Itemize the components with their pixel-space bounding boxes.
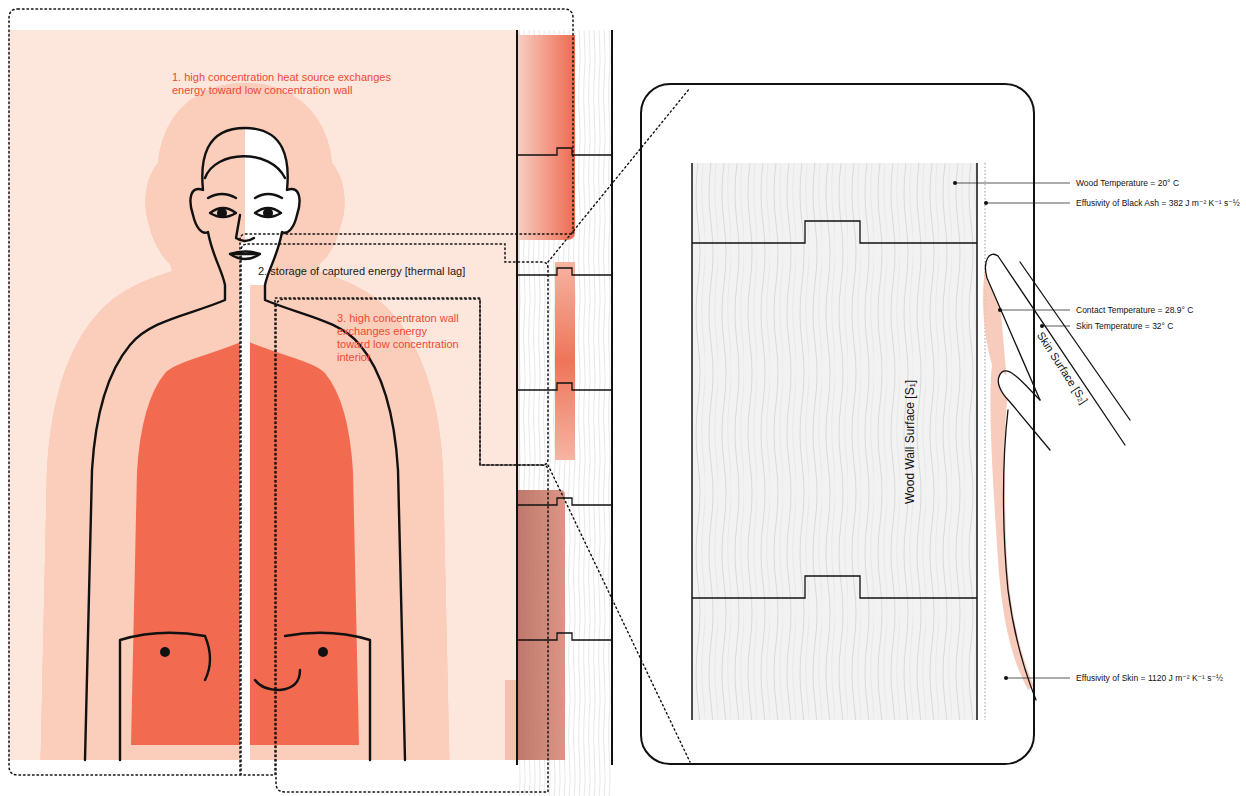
figure-halo xyxy=(85,128,245,760)
wall-joints xyxy=(517,148,612,640)
dotted-outline xyxy=(276,299,548,792)
finger-fill xyxy=(986,255,1125,470)
region-caption: 1. high concentration heat source exchan… xyxy=(172,71,412,97)
figure-outline xyxy=(255,670,300,690)
effusivity-label: Effusivity of Skin = 1120 J m⁻² K⁻¹ s⁻½ xyxy=(1076,673,1223,683)
surface-label: Skin Surface [S₂] xyxy=(1034,330,1090,407)
effusivity-label: Effusivity of Black Ash = 382 J m⁻² K⁻¹ … xyxy=(1076,198,1240,208)
hand-outline xyxy=(985,254,1125,445)
zoom-leader xyxy=(548,88,690,262)
figure-outline xyxy=(210,208,236,217)
leader-dot xyxy=(1040,324,1044,328)
wall-joints xyxy=(517,633,612,640)
figure-halo xyxy=(245,128,405,760)
figure-outline xyxy=(255,194,282,198)
wood-joints xyxy=(692,221,977,598)
figure-halo xyxy=(85,128,245,760)
leader-line xyxy=(1000,310,1070,311)
nipple xyxy=(160,647,170,657)
region-outline xyxy=(275,298,550,794)
figure-outline xyxy=(285,633,370,760)
zoom-leader xyxy=(548,465,690,762)
surface-line xyxy=(985,163,986,720)
nipple xyxy=(318,647,328,657)
wood-edge xyxy=(691,163,693,720)
wood-joints xyxy=(692,221,977,243)
leader-dot xyxy=(953,181,957,185)
leader-line xyxy=(1006,678,1070,679)
figure-outline xyxy=(85,128,405,760)
pupil xyxy=(217,208,227,218)
surface-label: Wood Wall Surface [S₁] xyxy=(903,380,917,504)
figure-outline xyxy=(232,253,258,255)
figure-outline xyxy=(208,194,236,198)
region-caption: 2. storage of captured energy [thermal l… xyxy=(258,265,528,278)
figure-outline xyxy=(230,252,260,260)
zoom-leader xyxy=(548,88,690,762)
wall-edge xyxy=(611,30,613,765)
hand-outline xyxy=(1004,410,1037,700)
wall-glow xyxy=(505,680,517,760)
wall-joints xyxy=(517,268,612,275)
temperature-label: Wood Temperature = 20° C xyxy=(1076,178,1179,188)
figure-halo xyxy=(85,128,245,760)
figure-halo xyxy=(245,128,405,760)
figure-halo xyxy=(85,128,245,760)
hand-outline xyxy=(998,371,1050,450)
figure-halo xyxy=(85,128,245,760)
leader-dot xyxy=(1004,676,1008,680)
dotted-outline xyxy=(241,244,548,775)
zoom-box: Wood Wall Surface [S₁] xyxy=(640,83,1035,765)
wood-joints xyxy=(692,576,977,598)
wall-heat-top xyxy=(517,35,575,240)
figure-outline xyxy=(236,215,254,241)
region-box: 1. high concentration heat source exchan… xyxy=(8,8,575,778)
leader-line xyxy=(955,183,1070,184)
dotted-outline xyxy=(9,9,573,775)
region-caption: 3. high concentraton wall exchanges ener… xyxy=(337,312,459,364)
figure-halo xyxy=(245,128,405,760)
wall-edge xyxy=(516,30,518,765)
wall-grain xyxy=(517,30,612,796)
wall-joints xyxy=(517,383,612,390)
temperature-label: Contact Temperature = 28.9° C xyxy=(1076,305,1193,315)
figure-outline xyxy=(120,633,210,760)
figure-outline xyxy=(205,156,285,178)
region-outline xyxy=(8,8,575,778)
wall-heat-bottom xyxy=(517,490,565,760)
wood-grain xyxy=(692,163,977,720)
leader-dot xyxy=(998,308,1002,312)
wood-panel xyxy=(692,163,977,720)
figure-outline xyxy=(255,208,281,217)
temperature-label: Skin Temperature = 32° C xyxy=(1076,321,1174,331)
wall-joints xyxy=(517,148,612,155)
leader-dot xyxy=(984,201,988,205)
wall-heat-mid xyxy=(555,262,575,460)
figure-halo xyxy=(85,128,405,760)
leader-line xyxy=(1042,326,1070,327)
figure-outline xyxy=(85,128,405,760)
pupil xyxy=(263,208,273,218)
wood-edge xyxy=(976,163,978,720)
region-box: 3. high concentraton wall exchanges ener… xyxy=(275,298,550,794)
figure-halo xyxy=(245,128,405,760)
leader-line xyxy=(955,183,1070,678)
leader-line xyxy=(986,203,1070,204)
